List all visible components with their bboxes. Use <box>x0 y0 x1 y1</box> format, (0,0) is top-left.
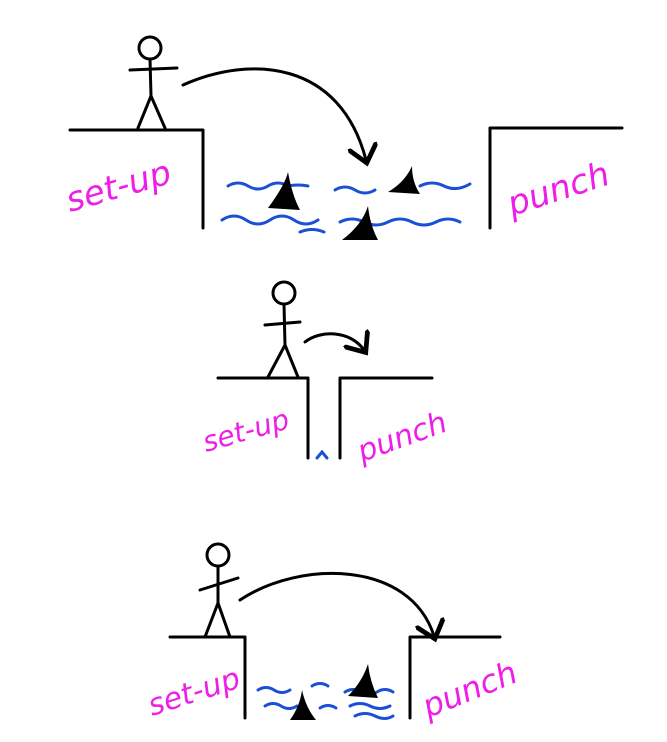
punch-label: punch <box>416 653 523 726</box>
shark-fin-icon <box>342 206 378 240</box>
jump-arrow <box>303 334 364 350</box>
scene-wide-gap: set-up punch <box>61 35 624 240</box>
left-cliff <box>168 635 247 720</box>
setup-label: set-up <box>144 661 245 724</box>
scene-narrow-gap: set-up punch <box>199 280 452 470</box>
scene-medium-gap: set-up punch <box>144 542 523 726</box>
stick-figure <box>198 542 240 639</box>
right-cliff <box>488 126 624 230</box>
shark-fin-icon <box>268 172 300 210</box>
setup-label: set-up <box>61 153 175 221</box>
shark-fins <box>268 166 420 240</box>
water <box>315 449 329 460</box>
right-cliff <box>338 376 434 460</box>
punch-label: punch <box>352 405 452 470</box>
jump-arrow <box>238 571 434 636</box>
right-cliff <box>408 635 502 720</box>
left-cliff <box>68 128 205 230</box>
stick-figure <box>128 35 179 130</box>
setup-label: set-up <box>199 403 293 459</box>
water <box>220 181 472 234</box>
stick-figure <box>263 280 302 379</box>
left-cliff <box>216 376 310 460</box>
punch-label: punch <box>501 154 614 225</box>
shark-fins <box>290 664 378 720</box>
shark-fin-icon <box>348 664 378 698</box>
shark-fin-icon <box>388 166 420 194</box>
jump-arrow <box>181 67 366 160</box>
shark-fin-icon <box>290 690 316 720</box>
